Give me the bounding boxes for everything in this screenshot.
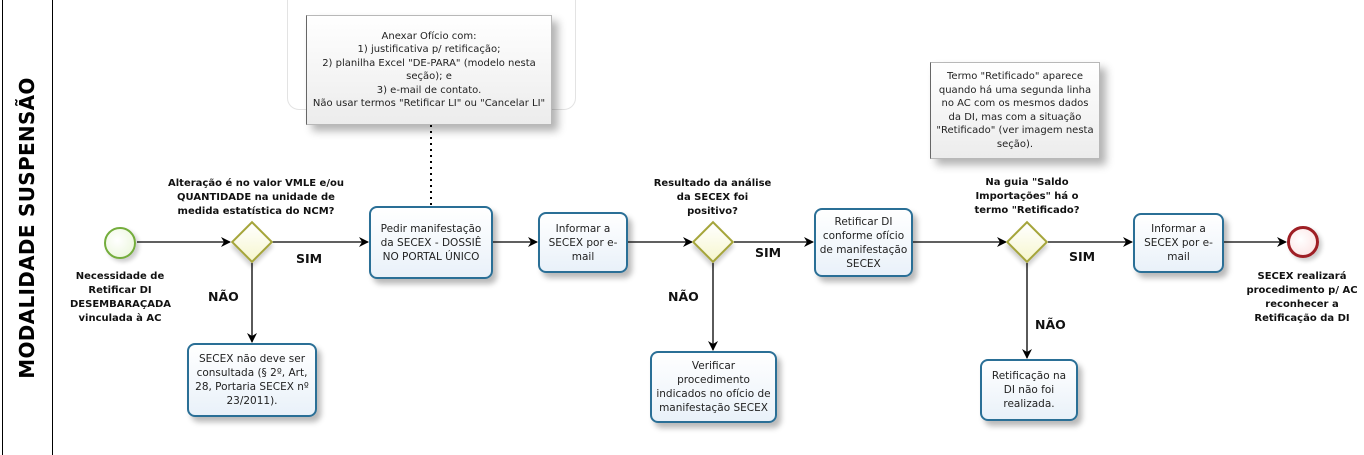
gateway1-no-label: NÃO [208,289,239,304]
start-event-label: Necessidade de Retificar DI DESEMBARAÇAD… [70,271,172,324]
task-text: Retificação na DI não foi realizada. [991,370,1067,410]
gateway2-no-label: NÃO [668,289,699,304]
gateway3-no-label: NÃO [1035,317,1066,332]
gateway1-yes-label: SIM [296,251,323,266]
annotation-termo-retificado: Termo "Retificado" aparece quando há uma… [930,62,1100,159]
task-informar-secex-2[interactable]: Informar a SECEX por e-mail [1133,213,1224,273]
task-text: Verificar procedimento indicados no ofíc… [656,360,771,414]
task-text: Retificar DI conforme ofício de manifest… [819,215,908,270]
task-retificar-di[interactable]: Retificar DI conforme ofício de manifest… [814,208,913,277]
end-event-label: SECEX realizará procedimento p/ AC recon… [1246,271,1358,324]
annotation-text: Termo "Retificado" aparece quando há uma… [936,71,1094,150]
task-text: Informar a SECEX por e-mail [1144,223,1213,263]
lane-divider [52,0,53,455]
task-informar-secex-1[interactable]: Informar a SECEX por e-mail [538,212,628,273]
annotation-text: Anexar Ofício com: 1) justificativa p/ r… [312,30,546,110]
annotation-anexar-oficio: Anexar Ofício com: 1) justificativa p/ r… [306,15,552,125]
task-text: SECEX não deve ser consultada (§ 2º, Art… [195,353,309,407]
gateway2-yes-label: SIM [755,245,782,260]
task-pedir-manifestacao[interactable]: Pedir manifestação da SECEX - DOSSIÊ NO … [369,206,493,279]
task-verificar-procedimento[interactable]: Verificar procedimento indicados no ofíc… [650,351,777,423]
task-secex-nao-consultada[interactable]: SECEX não deve ser consultada (§ 2º, Art… [187,343,317,417]
task-retificacao-nao-realizada[interactable]: Retificação na DI não foi realizada. [980,359,1078,421]
gateway3-yes-label: SIM [1069,249,1096,264]
end-event[interactable] [1287,226,1319,258]
gateway3-label: Na guia "Saldo Importações" há o termo "… [974,177,1080,216]
lane-left-border [2,0,3,455]
gateway1-label: Alteração é no valor VMLE e/ou QUANTIDAD… [168,178,344,217]
task-text: Informar a SECEX por e-mail [548,222,618,263]
gateway2-label: Resultado da análise da SECEX foi positi… [653,178,772,217]
task-text: Pedir manifestação da SECEX - DOSSIÊ NO … [380,222,482,263]
start-event[interactable] [104,227,136,259]
